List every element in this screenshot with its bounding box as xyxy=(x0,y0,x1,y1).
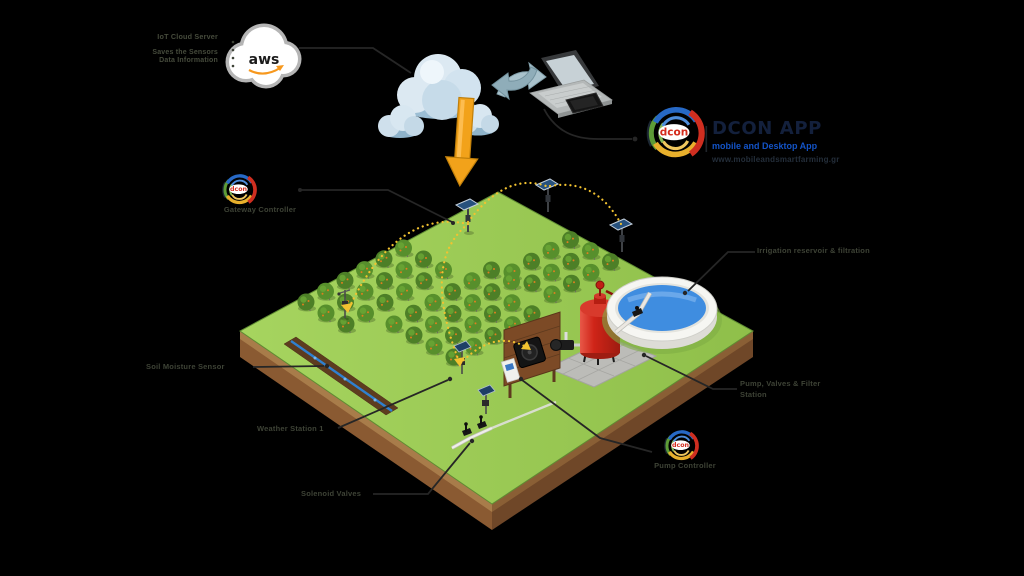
aws-logo-text: aws xyxy=(249,52,280,68)
mesh-arrowheads xyxy=(341,303,531,367)
label-pump-station-line1: Pump, Valves & Filter xyxy=(740,379,821,388)
smartphone-icon xyxy=(565,92,604,114)
label-weather-station: Weather Station 1 xyxy=(257,424,324,433)
aws-note-line3: Data Information xyxy=(159,57,218,64)
logo-text-divider xyxy=(705,126,708,152)
connector-lines xyxy=(252,47,755,495)
label-pump-station-line2: Station xyxy=(740,389,767,399)
dcon-app-subtitle: mobile and Desktop App xyxy=(712,141,818,151)
soil-trench-pipe xyxy=(283,336,399,416)
label-soil-moisture-sensor: Soil Moisture Sensor xyxy=(146,362,225,371)
sync-arrows-icon xyxy=(491,61,547,101)
dcon-app-title: DCON APP xyxy=(712,118,822,139)
solar-gateway-2-icon xyxy=(534,178,560,215)
download-arrow-icon xyxy=(444,96,479,188)
label-gateway-controller: Gateway Controller xyxy=(223,205,297,214)
pump-icon xyxy=(550,332,582,351)
solar-gateway-1-icon xyxy=(454,198,480,235)
dcon-app-block: DCON APP mobile and Desktop App www.mobi… xyxy=(712,118,872,164)
label-pump-controller: Pump Controller xyxy=(654,461,716,470)
aws-note-line2: Saves the Sensors xyxy=(152,48,218,56)
dcon-logo xyxy=(649,110,702,155)
solenoid-valves-icon xyxy=(451,400,557,450)
orchard-rows xyxy=(297,231,621,367)
sensor-node-2-icon xyxy=(477,384,496,414)
dcon-logo-small-gateway xyxy=(221,173,257,205)
dcon-app-url: www.mobileandsmartfarming.gr xyxy=(712,155,840,164)
mesh-links xyxy=(346,181,623,366)
weather-mast-icon xyxy=(337,289,351,321)
label-solenoid-valves: Solenoid Valves xyxy=(301,489,362,498)
dcon-logo-small-pump xyxy=(663,429,699,461)
label-reservoir: Irrigation reservoir & filtration xyxy=(757,246,870,255)
cloud-cluster-icon xyxy=(378,54,499,138)
pool-pipe-icon xyxy=(614,291,652,334)
aws-cloud-icon: aws xyxy=(225,23,302,89)
aws-note-line1: IoT Cloud Server xyxy=(157,32,218,41)
aws-note: IoT Cloud Server Saves the Sensors Data … xyxy=(128,32,218,66)
connector-dots xyxy=(298,136,688,444)
aws-note-dots xyxy=(231,40,235,68)
water-reservoir-icon xyxy=(602,276,722,354)
label-pump-station: Pump, Valves & Filter Station xyxy=(740,379,835,400)
